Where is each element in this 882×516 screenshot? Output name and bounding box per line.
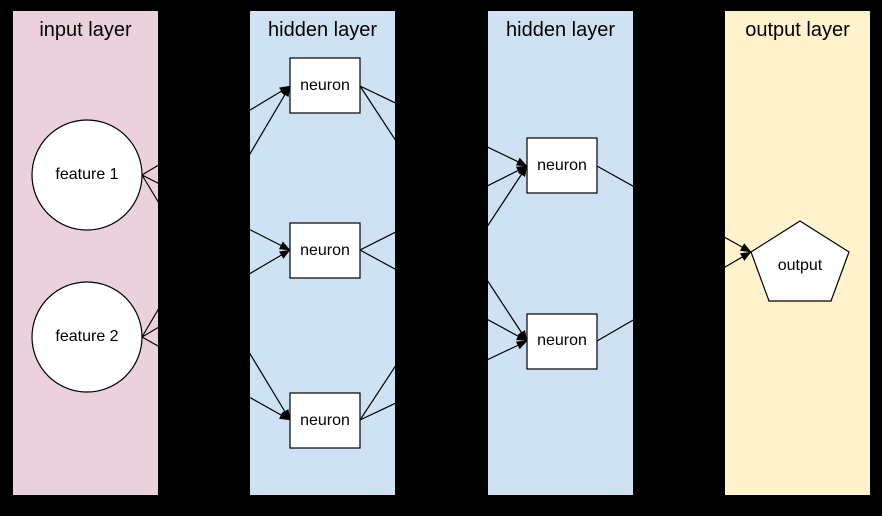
hidden-layer-1-title: hidden layer	[268, 19, 377, 41]
connection-lines	[141, 85, 752, 421]
edge-f1-h1n1	[141, 85, 291, 176]
feature-2-label: feature 2	[55, 328, 119, 345]
edge-h1n2-h2n2	[359, 249, 528, 342]
hidden2-neuron-1-node	[526, 137, 598, 194]
hidden1-neuron-1-label: neuron	[300, 77, 350, 94]
edge-h1n1-h2n1	[359, 85, 528, 167]
edge-f2-h1n2	[141, 249, 291, 338]
edge-h2n2-output	[596, 251, 752, 342]
output-label: output	[777, 257, 823, 274]
hidden2-neuron-2-node	[526, 313, 598, 370]
hidden-layer-2-panel	[488, 11, 633, 495]
hidden2-neuron-2-label: neuron	[537, 332, 587, 349]
hidden1-neuron-3-node	[289, 392, 361, 449]
hidden1-neuron-1-node	[289, 57, 361, 114]
feature-1-node	[31, 119, 143, 231]
feature-1-label: feature 1	[55, 166, 119, 183]
edge-h1n3-h2n2	[359, 340, 528, 421]
output-layer-title: output layer	[745, 19, 850, 41]
edge-h1n2-h2n1	[359, 165, 528, 251]
edge-f2-h1n1	[141, 85, 291, 338]
input-layer-title: input layer	[39, 19, 132, 41]
hidden-layer-2-title: hidden layer	[506, 19, 615, 41]
edge-h2n1-output	[596, 165, 752, 253]
output-pentagon-node	[750, 220, 850, 302]
hidden1-neuron-2-label: neuron	[300, 242, 350, 259]
feature-2-node	[31, 281, 143, 393]
hidden1-neuron-3-label: neuron	[300, 412, 350, 429]
edge-h1n1-h2n2	[359, 85, 528, 342]
edge-h1n3-h2n1	[359, 165, 528, 421]
hidden1-neuron-2-node	[289, 222, 361, 279]
edge-f1-h1n3	[141, 174, 291, 421]
edge-f2-h1n3	[141, 336, 291, 421]
hidden2-neuron-1-label: neuron	[537, 157, 587, 174]
input-layer-panel	[13, 11, 158, 495]
